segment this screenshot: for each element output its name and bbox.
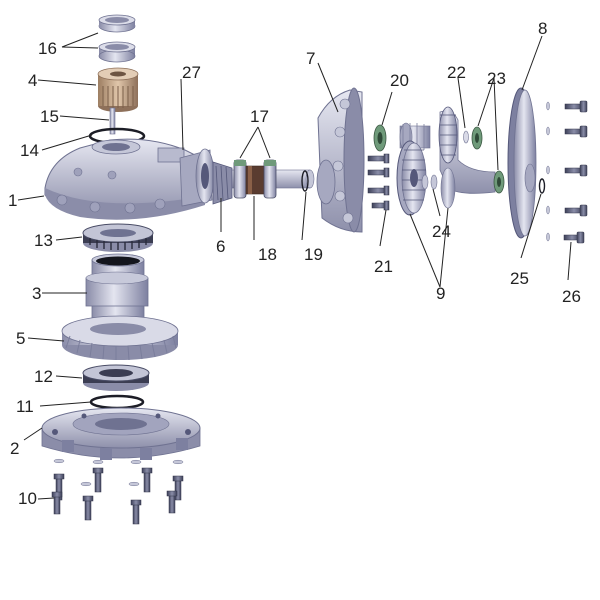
callout-12: 12: [34, 367, 53, 386]
part-21-bolts: [367, 153, 390, 211]
callout-13: 13: [34, 231, 53, 250]
leader-lines: [17, 32, 572, 500]
callout-15: 15: [40, 107, 59, 126]
part-16-ring-lower: [98, 41, 136, 63]
part-23-seal-upper: [471, 126, 483, 150]
part-23-seal-lower: [493, 170, 505, 194]
callout-4: 4: [28, 71, 38, 90]
part-24-washers: [421, 174, 438, 190]
callout-20: 20: [390, 71, 409, 90]
callout-25: 25: [510, 269, 529, 288]
callout-6: 6: [216, 237, 226, 256]
callout-16: 16: [38, 39, 57, 58]
callout-18: 18: [258, 245, 277, 264]
part-1-upper-housing: [44, 138, 215, 220]
callout-10: 10: [18, 489, 37, 508]
part-15-pin: [109, 107, 116, 135]
part-25-snap-ring: [538, 178, 546, 194]
callout-21: 21: [374, 257, 393, 276]
part-9-gear-shaft: [438, 106, 496, 209]
part-8-end-cover: [507, 87, 537, 239]
part-16-ring-upper: [98, 14, 136, 33]
part-2-base-housing: [41, 407, 201, 460]
part-18-spacer: [245, 165, 265, 195]
callout-11: 11: [16, 397, 34, 416]
callout-27: 27: [182, 63, 201, 82]
part-10-bolts: [51, 458, 184, 525]
callout-2: 2: [10, 439, 20, 458]
part-12-lower-bearing: [82, 364, 150, 391]
part-11-o-ring: [89, 394, 145, 410]
callout-24: 24: [432, 222, 451, 241]
callout-7: 7: [306, 49, 316, 68]
callout-14: 14: [20, 141, 39, 160]
callout-19: 19: [304, 245, 323, 264]
part-17-bearing-left: [233, 159, 247, 199]
part-13-thrust-bearing: [82, 223, 154, 252]
part-22-washer: [463, 130, 469, 144]
part-19-snap-ring: [301, 170, 309, 192]
callout-22: 22: [447, 63, 466, 82]
part-20-seal: [373, 124, 387, 152]
callout-17: 17: [250, 107, 269, 126]
part-7-gearbox-cover: [316, 87, 365, 233]
callout-5: 5: [16, 329, 26, 348]
callout-9: 9: [436, 284, 446, 303]
callout-1: 1: [8, 191, 18, 210]
part-17-bearing-right: [263, 159, 277, 199]
part-9-gear-large: [396, 140, 427, 216]
callout-3: 3: [32, 284, 42, 303]
part-26-cap-screws: [546, 100, 588, 244]
part-4-spline-bushing: [97, 67, 139, 112]
callout-26: 26: [562, 287, 581, 306]
callout-23: 23: [487, 69, 506, 88]
callout-8: 8: [538, 19, 548, 38]
part-5-bevel-gear: [61, 315, 179, 361]
